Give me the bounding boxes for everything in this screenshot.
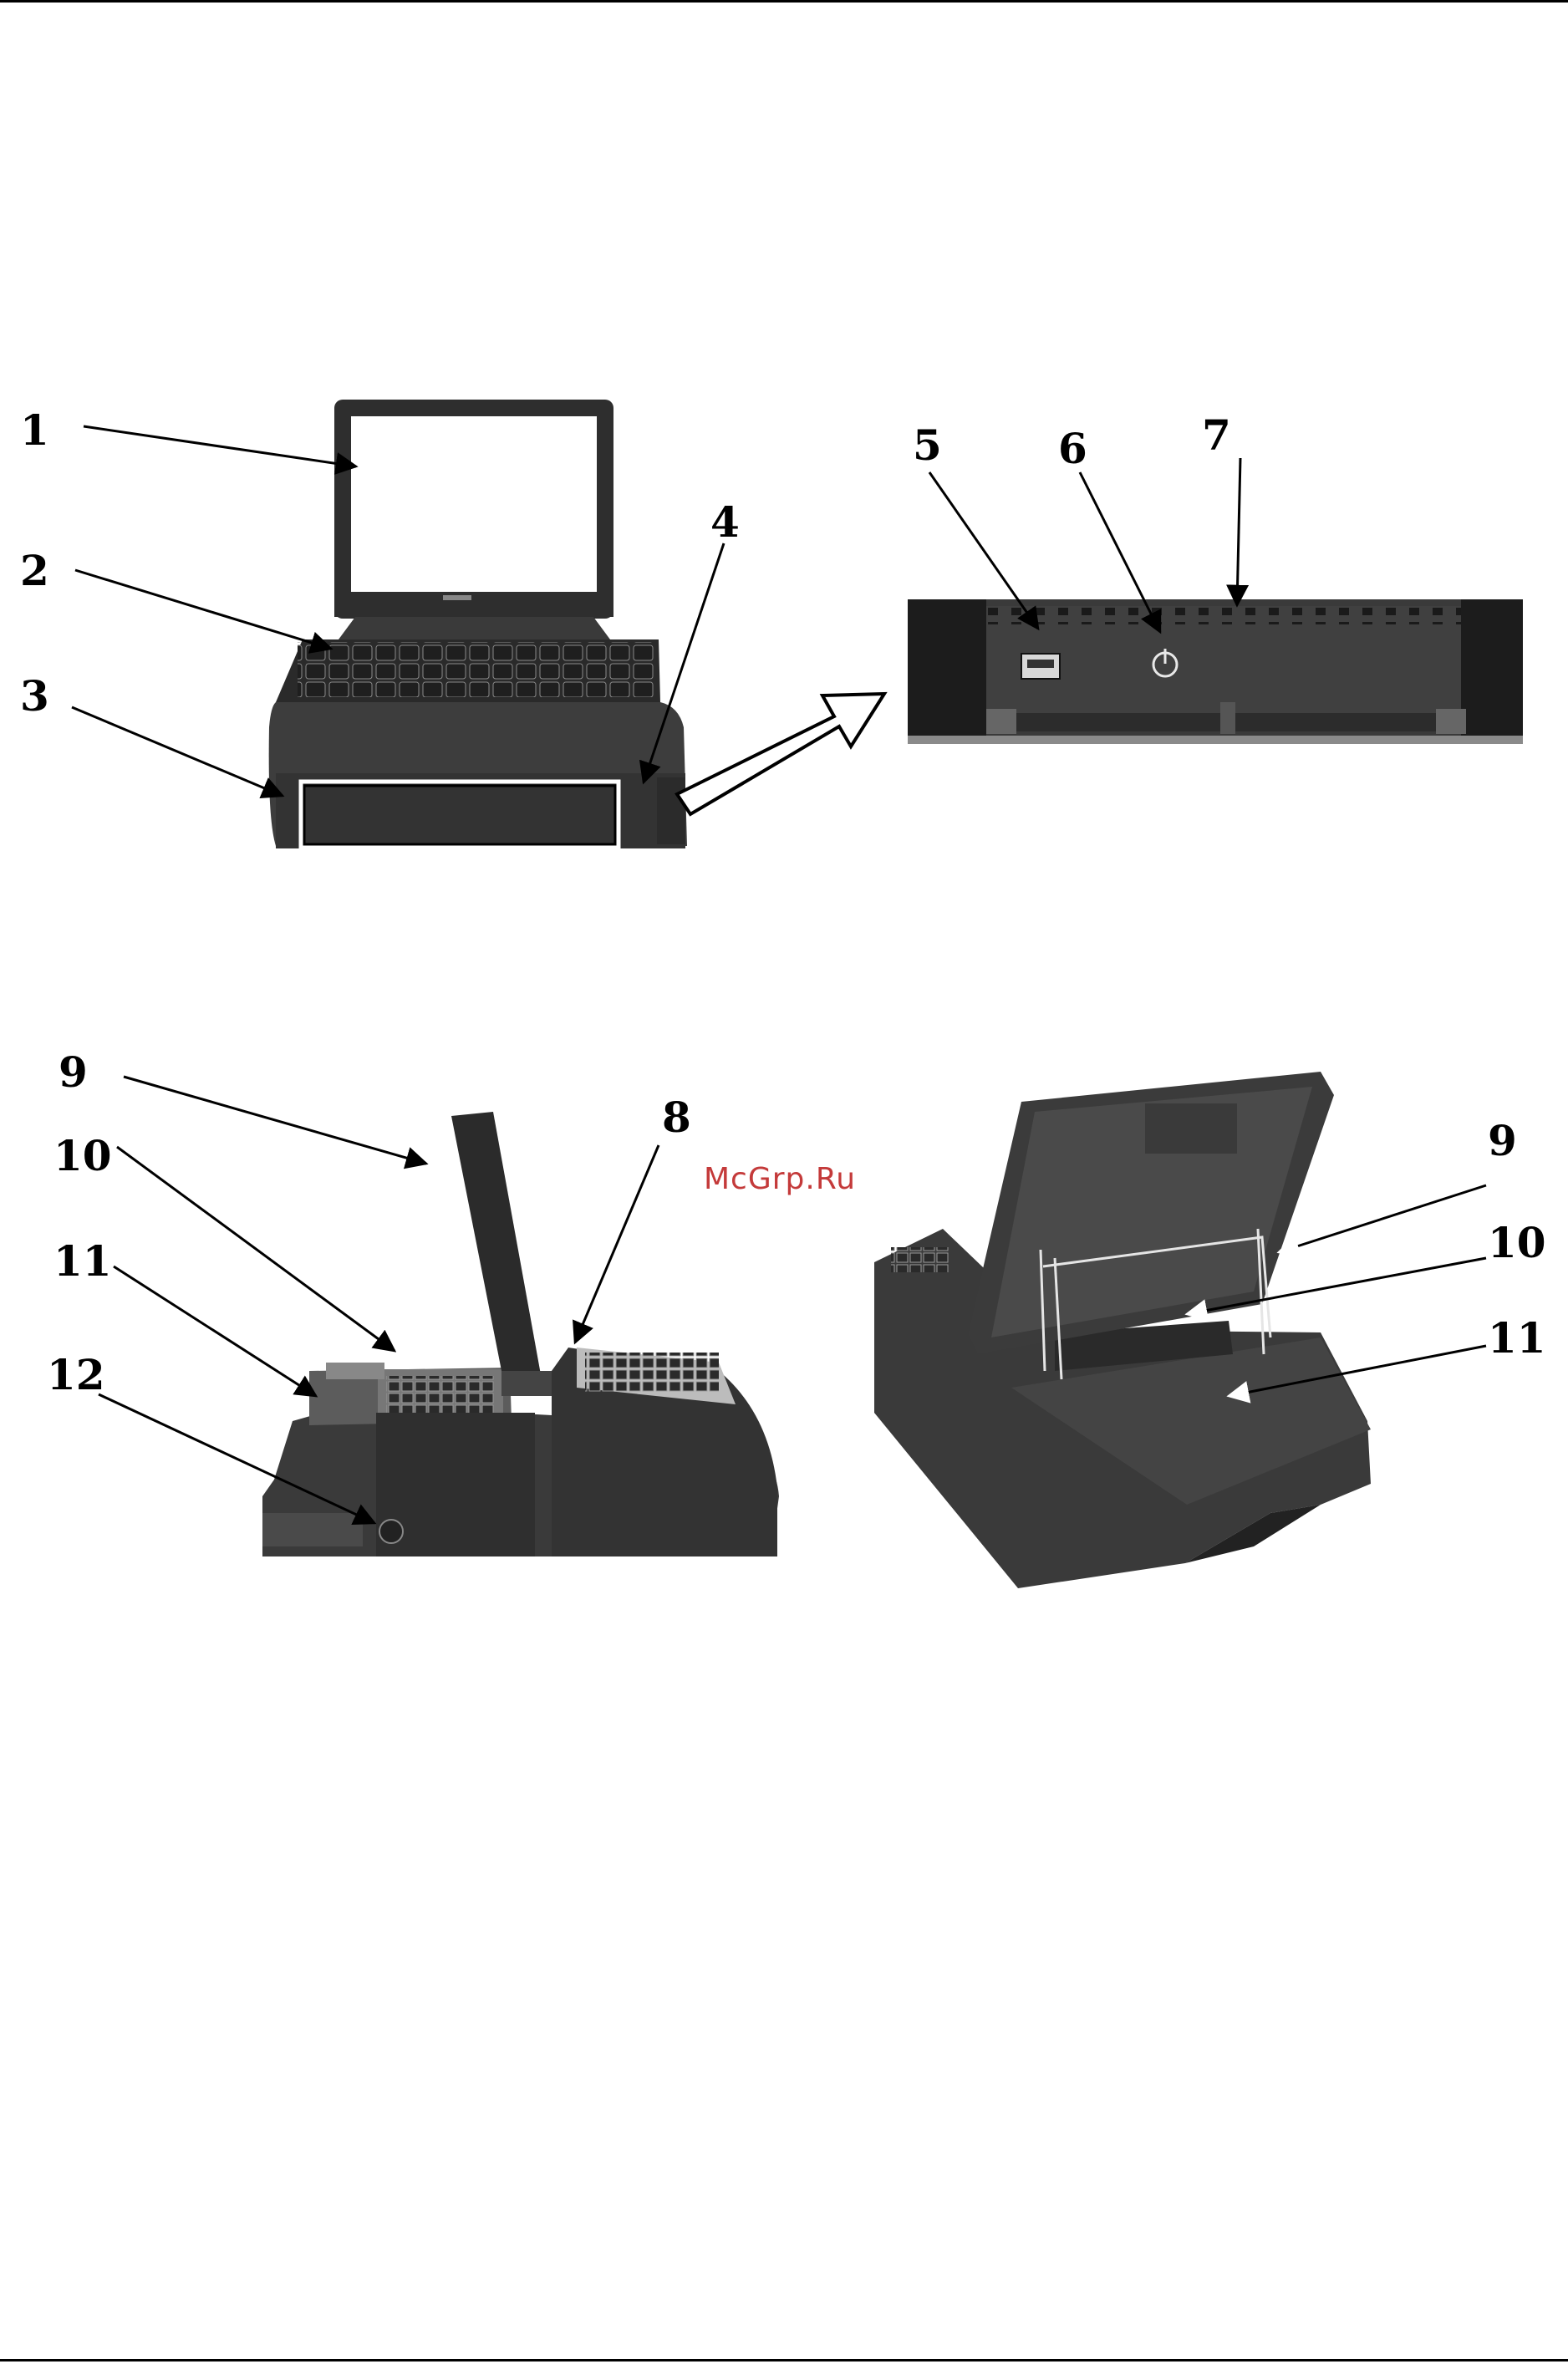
port-panel-illustration: [908, 458, 1523, 744]
callout-12-side: 12: [47, 1354, 105, 1396]
side-view-illustration: [99, 1077, 779, 1556]
callout-10-rear: 10: [1488, 1222, 1546, 1264]
callout-9-rear: 9: [1488, 1120, 1517, 1162]
callout-3: 3: [20, 675, 49, 717]
callout-1: 1: [20, 410, 49, 451]
callout-10-side: 10: [53, 1135, 112, 1177]
callout-9-side: 9: [59, 1052, 88, 1093]
callout-11-rear: 11: [1488, 1317, 1546, 1359]
callout-8-side: 8: [662, 1097, 691, 1139]
front-view-illustration: [72, 400, 884, 848]
watermark-text: McGrp.Ru: [704, 1162, 856, 1196]
callout-2: 2: [20, 550, 49, 592]
callout-7: 7: [1202, 415, 1231, 456]
callout-11-side: 11: [53, 1241, 112, 1282]
rear-view-illustration: [874, 1072, 1486, 1588]
callout-6: 6: [1058, 428, 1087, 470]
callout-5: 5: [913, 425, 942, 466]
callout-4: 4: [710, 502, 740, 543]
